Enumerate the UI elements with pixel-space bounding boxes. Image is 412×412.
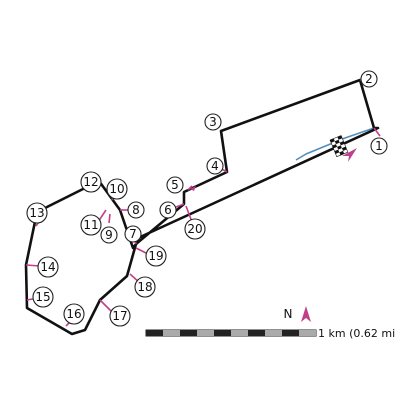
pit-lane (295, 127, 375, 161)
svg-text:3: 3 (209, 115, 217, 129)
svg-text:13: 13 (29, 206, 44, 220)
svg-text:16: 16 (66, 307, 81, 321)
corner-9: 9 (100, 226, 118, 244)
corner-17: 17 (109, 305, 131, 327)
track-outline (24, 78, 380, 336)
direction-arrow-icon (190, 186, 196, 191)
north-arrow: N (284, 306, 311, 322)
corner-7: 7 (124, 225, 142, 243)
corner-20: 20 (184, 218, 206, 240)
corner-8: 8 (127, 201, 145, 219)
svg-text:8: 8 (132, 203, 140, 217)
north-arrow-icon (301, 306, 311, 322)
svg-text:5: 5 (171, 178, 179, 192)
svg-text:17: 17 (112, 309, 127, 323)
svg-text:1: 1 (375, 139, 383, 153)
corner-5: 5 (166, 176, 184, 194)
svg-text:18: 18 (137, 280, 152, 294)
corner-15: 15 (32, 286, 54, 308)
svg-text:12: 12 (83, 175, 98, 189)
corner-6: 6 (159, 201, 177, 219)
checkered-flag-icon (329, 135, 349, 158)
svg-text:9: 9 (105, 228, 113, 242)
direction-arrow-icon (342, 148, 357, 162)
corner-13: 13 (26, 202, 48, 224)
svg-text:15: 15 (35, 290, 50, 304)
svg-text:14: 14 (40, 260, 55, 274)
corner-labels: 1 2 3 4 5 6 7 8 9 10 11 12 13 14 15 16 1… (26, 70, 388, 327)
scale-label: 1 km (0.62 mi (318, 327, 395, 340)
svg-text:4: 4 (211, 159, 219, 173)
corner-ticks (25, 78, 381, 327)
corner-19: 19 (145, 245, 167, 267)
corner-18: 18 (134, 276, 156, 298)
corner-1: 1 (370, 137, 388, 155)
corner-10: 10 (106, 178, 128, 200)
svg-text:20: 20 (187, 222, 202, 236)
north-label: N (284, 307, 293, 321)
svg-text:7: 7 (129, 227, 137, 241)
corner-4: 4 (206, 157, 224, 175)
corner-12: 12 (80, 171, 102, 193)
corner-14: 14 (37, 256, 59, 278)
corner-2: 2 (360, 70, 378, 88)
svg-text:2: 2 (365, 72, 373, 86)
svg-text:10: 10 (109, 182, 124, 196)
svg-text:11: 11 (83, 218, 98, 232)
svg-text:19: 19 (148, 249, 163, 263)
corner-3: 3 (204, 113, 222, 131)
svg-text:6: 6 (164, 203, 172, 217)
corner-16: 16 (63, 303, 85, 325)
scale-bar: 1 km (0.62 mi (145, 327, 395, 340)
corner-11: 11 (80, 214, 102, 236)
